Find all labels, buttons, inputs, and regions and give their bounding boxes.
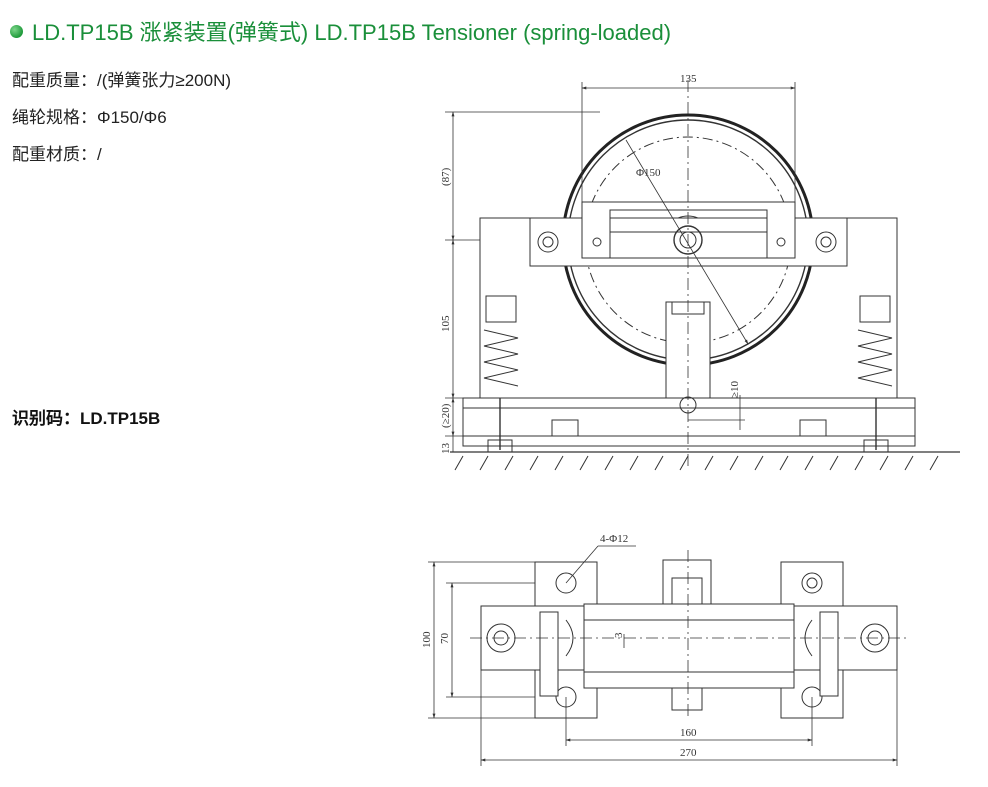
spec-counterweight-mass: 配重质量：/(弹簧张力≥200N) [12, 71, 232, 90]
base-plate-upper [462, 397, 916, 409]
dim-100: 100 [421, 631, 433, 648]
spring-left [483, 295, 519, 453]
groove-left [565, 619, 574, 657]
dim-105: 105 [440, 315, 452, 332]
guide-bottom [671, 687, 703, 711]
title-row: LD.TP15B 涨紧装置(弹簧式) LD.TP15B Tensioner (s… [10, 14, 671, 48]
dim-diameter-150: Φ150 [636, 167, 661, 179]
dim-13: 13 [440, 443, 452, 455]
guide-top [662, 559, 712, 605]
dim-160: 160 [680, 727, 697, 739]
spring-rod-right [819, 611, 839, 697]
dim-holes-4-12: 4-Φ12 [600, 533, 628, 545]
ground-hatch [454, 455, 939, 471]
page-title: LD.TP15B 涨紧装置(弹簧式) LD.TP15B Tensioner (s… [32, 20, 672, 45]
top-view [428, 545, 910, 766]
spec-pulley-size: 绳轮规格：Φ150/Φ6 [12, 108, 167, 127]
hole-top-right [801, 572, 823, 594]
dim-70: 70 [439, 633, 451, 645]
identification-code: 识别码：LD.TP15B [12, 409, 161, 428]
base-plate-lower [462, 435, 916, 447]
dim-gap-10: ≥10 [729, 380, 741, 398]
base-bolt-right [799, 419, 827, 437]
spec-counterweight-material: 配重材质：/ [12, 145, 102, 164]
dim-3: 3 [613, 632, 625, 638]
main-body [583, 603, 795, 689]
dim-gap-20: (≥20) [440, 403, 452, 428]
dim-135: 135 [680, 73, 697, 85]
base-bolt-left [551, 419, 579, 437]
hole-top-left [555, 572, 577, 594]
bolt-left [537, 231, 559, 253]
spring-rod-left [539, 611, 559, 697]
bullet-icon [10, 24, 23, 38]
dim-87: (87) [440, 167, 452, 186]
bolt-right [815, 231, 837, 253]
dim-270: 270 [680, 747, 697, 759]
front-view [445, 80, 960, 471]
